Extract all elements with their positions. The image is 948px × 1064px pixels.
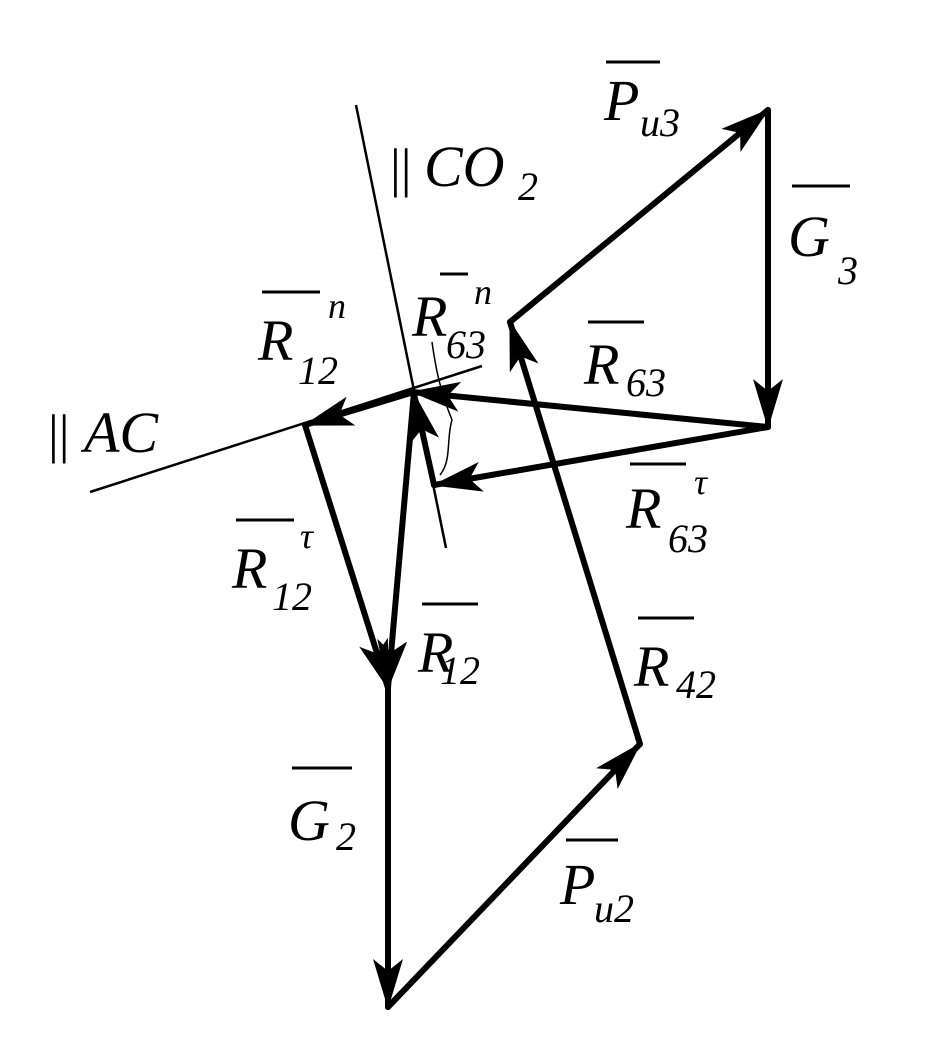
vector-r12-tau <box>302 422 391 691</box>
vector-r63 <box>409 381 771 430</box>
svg-text:R: R <box>625 476 661 541</box>
label-r63: R 63 <box>583 320 666 405</box>
label-parallel-co2-mark: || <box>390 138 412 198</box>
svg-text:R: R <box>231 536 267 601</box>
label-r63-tau: R τ 63 <box>625 462 708 561</box>
svg-text:u3: u3 <box>640 100 680 145</box>
svg-text:n: n <box>328 286 346 326</box>
label-pu2: P u2 <box>559 838 634 931</box>
right-angle-mark <box>431 341 453 476</box>
vector-r12-n <box>302 389 417 428</box>
svg-text:R: R <box>411 284 447 349</box>
svg-text:63: 63 <box>446 322 486 367</box>
svg-text:R: R <box>583 332 619 397</box>
label-r63-n: R n 63 <box>411 272 492 367</box>
vector-r63-tau <box>431 424 771 492</box>
label-r12-tau: R τ 12 <box>231 516 314 619</box>
label-parallel-ac-text: AC <box>80 400 159 465</box>
svg-text:P: P <box>559 852 595 917</box>
label-g2: G 2 <box>288 766 356 859</box>
svg-text:P: P <box>603 68 639 133</box>
svg-text:2: 2 <box>336 814 356 859</box>
svg-text:63: 63 <box>626 360 666 405</box>
svg-text:12: 12 <box>272 574 312 619</box>
label-pu3: P u3 <box>603 60 680 145</box>
label-r42: R 42 <box>633 616 716 707</box>
label-parallel-co2-sub: 2 <box>518 164 538 209</box>
vector-r12 <box>377 389 417 691</box>
svg-text:n: n <box>474 272 492 312</box>
vector-pu2 <box>385 741 643 1010</box>
svg-text:τ: τ <box>300 516 314 556</box>
vector-r63-n <box>409 391 439 488</box>
svg-text:12: 12 <box>440 648 480 693</box>
vector-pu3 <box>507 107 771 325</box>
svg-text:3: 3 <box>837 248 858 293</box>
vector-r42 <box>507 319 643 747</box>
svg-text:R: R <box>417 620 453 685</box>
svg-text:63: 63 <box>668 516 708 561</box>
label-parallel-ac-mark: || <box>48 404 70 464</box>
vectors <box>302 107 783 1010</box>
svg-text:42: 42 <box>676 662 716 707</box>
label-parallel-co2-text: CO <box>424 134 505 199</box>
svg-text:G: G <box>288 788 330 853</box>
svg-text:u2: u2 <box>594 886 634 931</box>
label-r12-n: R n 12 <box>257 286 346 393</box>
label-r12: R 12 <box>417 602 480 693</box>
svg-text:12: 12 <box>298 348 338 393</box>
svg-text:R: R <box>257 308 293 373</box>
svg-text:G: G <box>788 204 830 269</box>
svg-text:τ: τ <box>694 462 708 502</box>
label-g3: G 3 <box>788 184 858 293</box>
svg-text:R: R <box>633 634 669 699</box>
